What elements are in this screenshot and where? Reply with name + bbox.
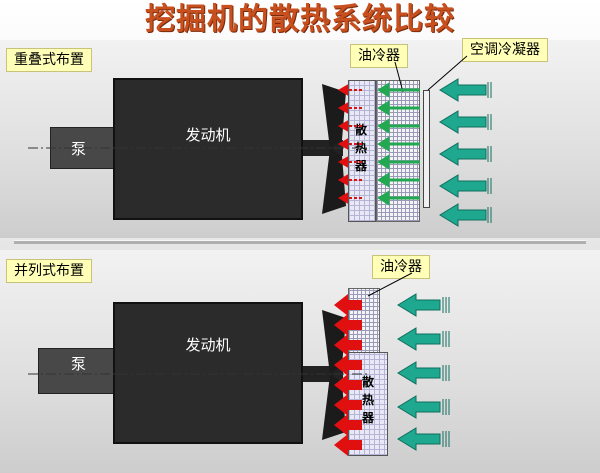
bottom-intake-arrow-5 bbox=[397, 427, 441, 451]
top-engine-label: 发动机 bbox=[185, 126, 231, 144]
top-radiator-char-1: 散 bbox=[354, 123, 367, 137]
top-oil-cooler-label: 油冷器 bbox=[350, 44, 408, 68]
top-intake-arrow-1 bbox=[439, 78, 487, 102]
bottom-radiator-char-3: 器 bbox=[361, 411, 374, 425]
bottom-radiator-char-2: 热 bbox=[361, 393, 374, 407]
bottom-intake-arrow-3 bbox=[397, 361, 441, 385]
bottom-intake-arrows bbox=[397, 293, 441, 451]
top-pump-label: 泵 bbox=[71, 140, 87, 158]
top-intake-arrow-5 bbox=[439, 203, 487, 227]
top-intake-hatches bbox=[487, 82, 492, 223]
bottom-oil-cooler-label: 油冷器 bbox=[372, 255, 430, 279]
top-exhaust-arrows bbox=[337, 84, 362, 204]
bottom-radiator-char-1: 散 bbox=[361, 375, 374, 389]
top-intake-arrow-2 bbox=[439, 110, 487, 134]
top-condenser-plate bbox=[423, 90, 430, 208]
bottom-intake-arrow-1 bbox=[397, 293, 441, 317]
bottom-engine: 发动机 bbox=[113, 302, 303, 444]
top-fan-icon bbox=[322, 84, 346, 214]
bottom-exhaust-arrows bbox=[334, 294, 362, 456]
section-divider bbox=[14, 240, 586, 244]
overlapping-layout-label: 重叠式布置 bbox=[6, 48, 92, 72]
bottom-oil-cooler-leader bbox=[367, 272, 413, 297]
top-oil-cooler-leader bbox=[394, 61, 404, 93]
top-intake-arrows bbox=[439, 78, 487, 227]
bottom-pump-label: 泵 bbox=[71, 355, 87, 373]
top-intake-arrow-3 bbox=[439, 142, 487, 166]
top-radiator-char-3: 器 bbox=[354, 159, 367, 173]
bottom-engine-label: 发动机 bbox=[185, 336, 231, 354]
top-condenser-label: 空调冷凝器 bbox=[462, 38, 548, 62]
parallel-layout-label: 并列式布置 bbox=[6, 259, 92, 283]
top-internal-arrows bbox=[377, 82, 420, 206]
bottom-intake-hatches bbox=[442, 297, 450, 447]
top-condenser-leader bbox=[427, 55, 468, 91]
top-intake-arrow-4 bbox=[439, 174, 487, 198]
top-engine: 发动机 bbox=[113, 78, 303, 220]
bottom-pump: 泵 bbox=[38, 348, 114, 394]
bottom-intake-arrow-4 bbox=[397, 395, 441, 419]
bottom-intake-arrow-2 bbox=[397, 327, 441, 351]
slide-title: 挖掘机的散热系统比较 bbox=[145, 2, 455, 37]
